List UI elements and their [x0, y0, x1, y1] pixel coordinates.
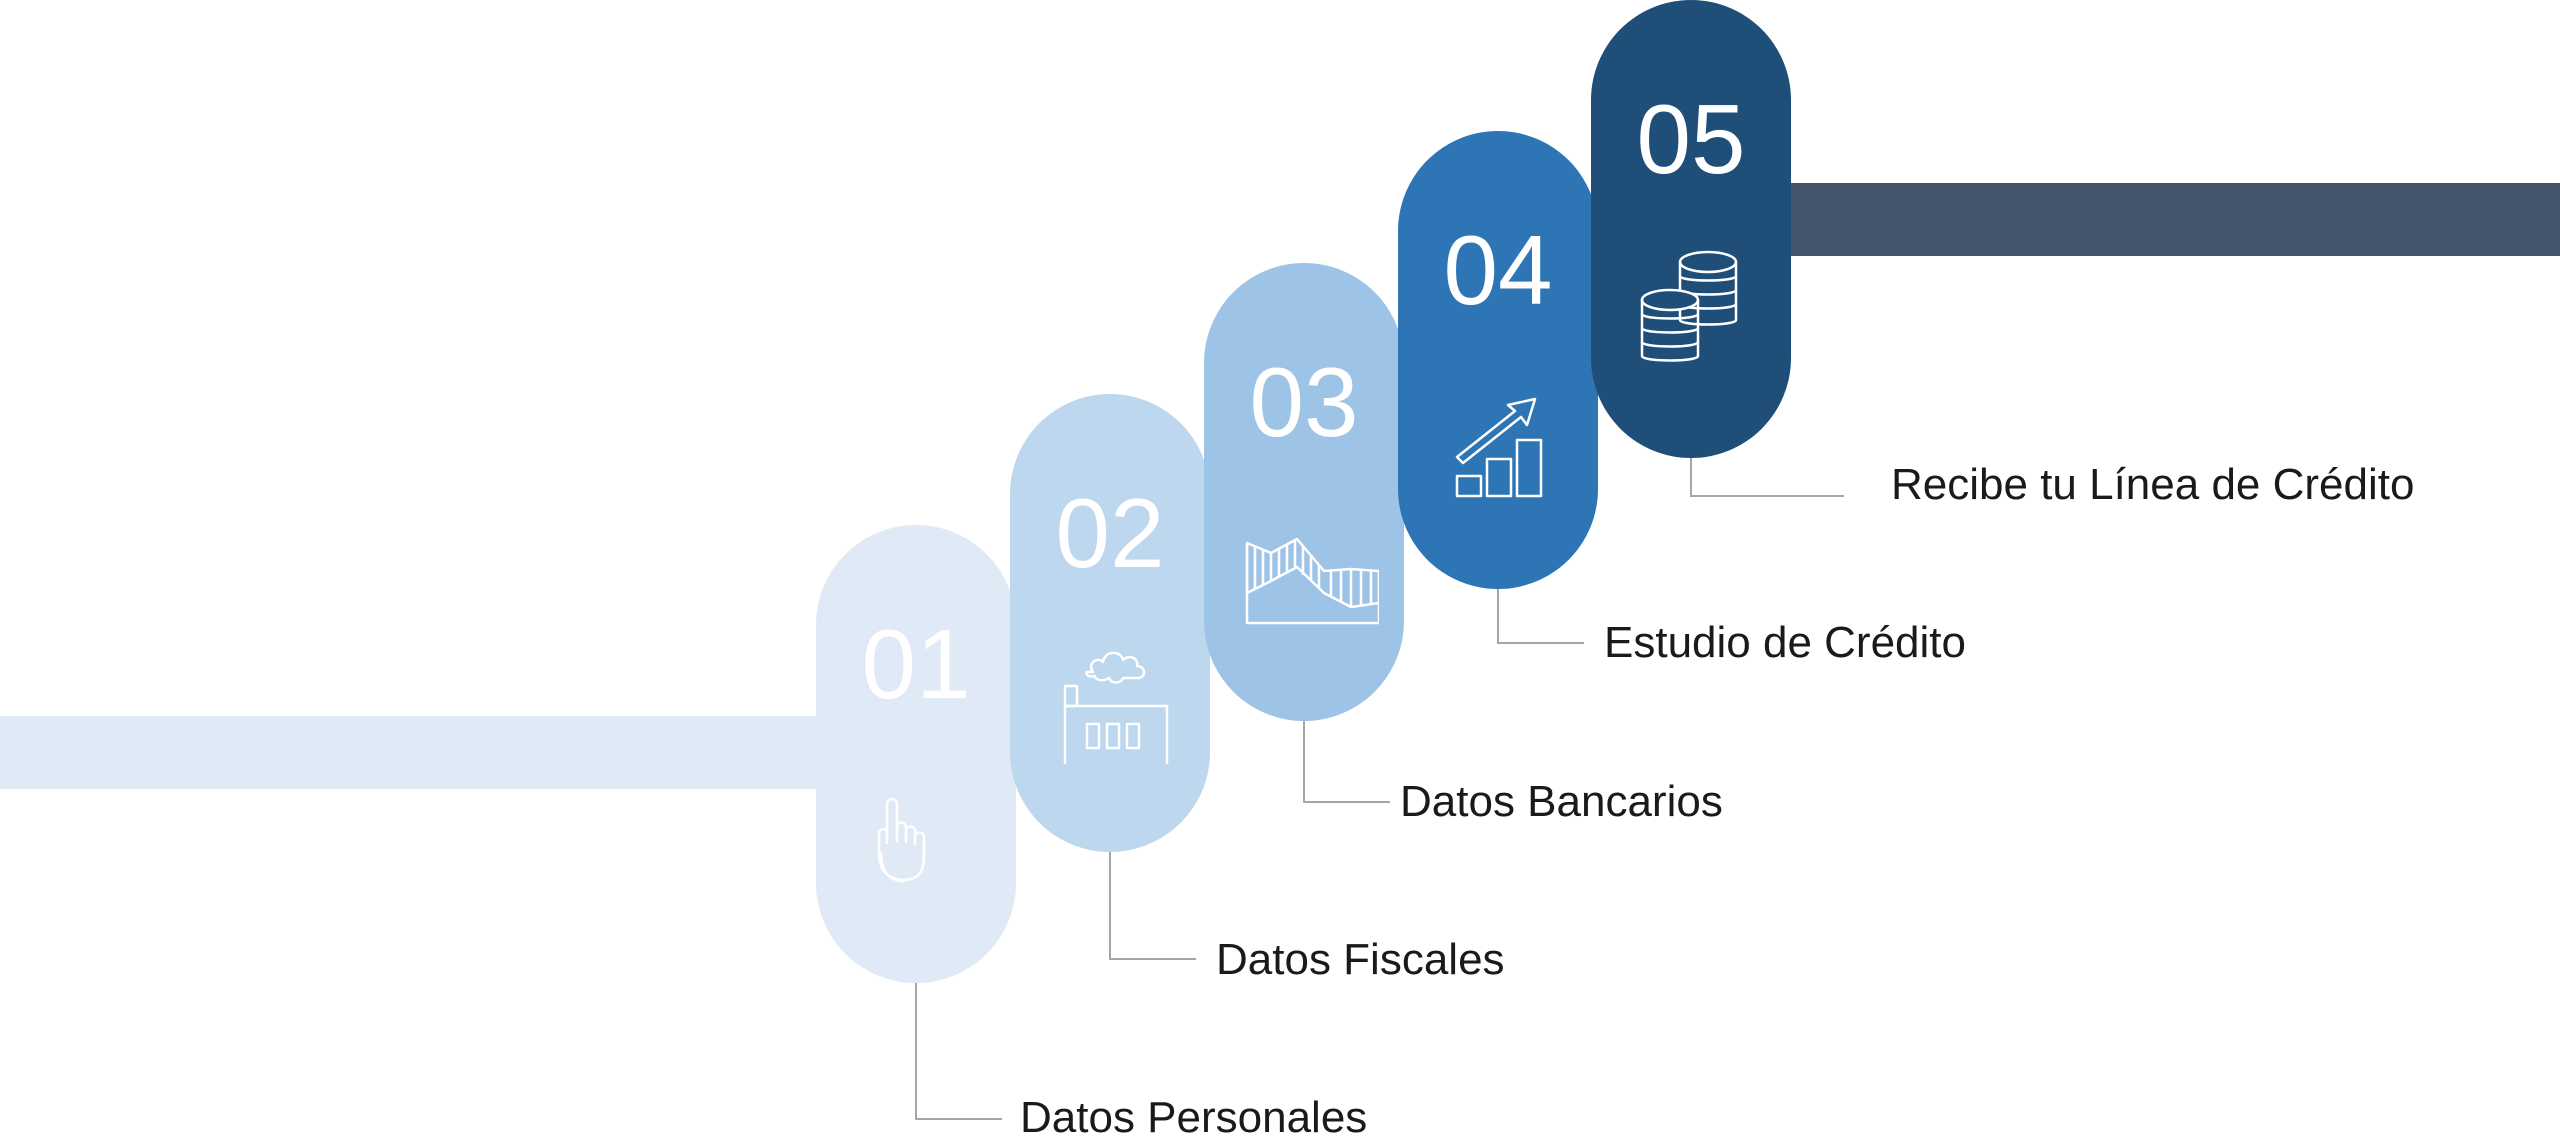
step-1-pill: 01 [816, 525, 1016, 983]
step-1-number: 01 [861, 609, 971, 719]
area-chart-icon [1229, 483, 1379, 633]
step-5-label: Recibe tu Línea de Crédito [1891, 460, 2415, 509]
timeline-bar-right [1790, 183, 2560, 256]
step-3-label: Datos Bancarios [1400, 777, 1723, 826]
timeline-bar-left [0, 716, 820, 789]
step-2-number: 02 [1055, 478, 1165, 588]
leader-line-step-5 [1690, 458, 1844, 497]
leader-line-step-3 [1303, 721, 1390, 803]
step-4-number: 04 [1443, 215, 1553, 325]
step-4-label: Estudio de Crédito [1604, 618, 1966, 667]
step-2-pill: 02 [1010, 394, 1210, 852]
step-1-label: Datos Personales [1020, 1093, 1368, 1142]
growth-chart-icon [1423, 351, 1573, 501]
hand-pointer-icon [841, 745, 991, 895]
step-4-pill: 04 [1398, 131, 1598, 589]
leader-line-step-2 [1109, 852, 1196, 960]
step-5-pill: 05 [1591, 0, 1791, 458]
step-5-number: 05 [1636, 84, 1746, 194]
coins-icon [1616, 220, 1766, 370]
leader-line-step-4 [1497, 589, 1584, 644]
step-3-number: 03 [1249, 347, 1359, 457]
factory-icon [1035, 614, 1185, 764]
step-2-label: Datos Fiscales [1216, 935, 1505, 984]
step-3-pill: 03 [1204, 263, 1404, 721]
leader-line-step-1 [915, 983, 1002, 1120]
